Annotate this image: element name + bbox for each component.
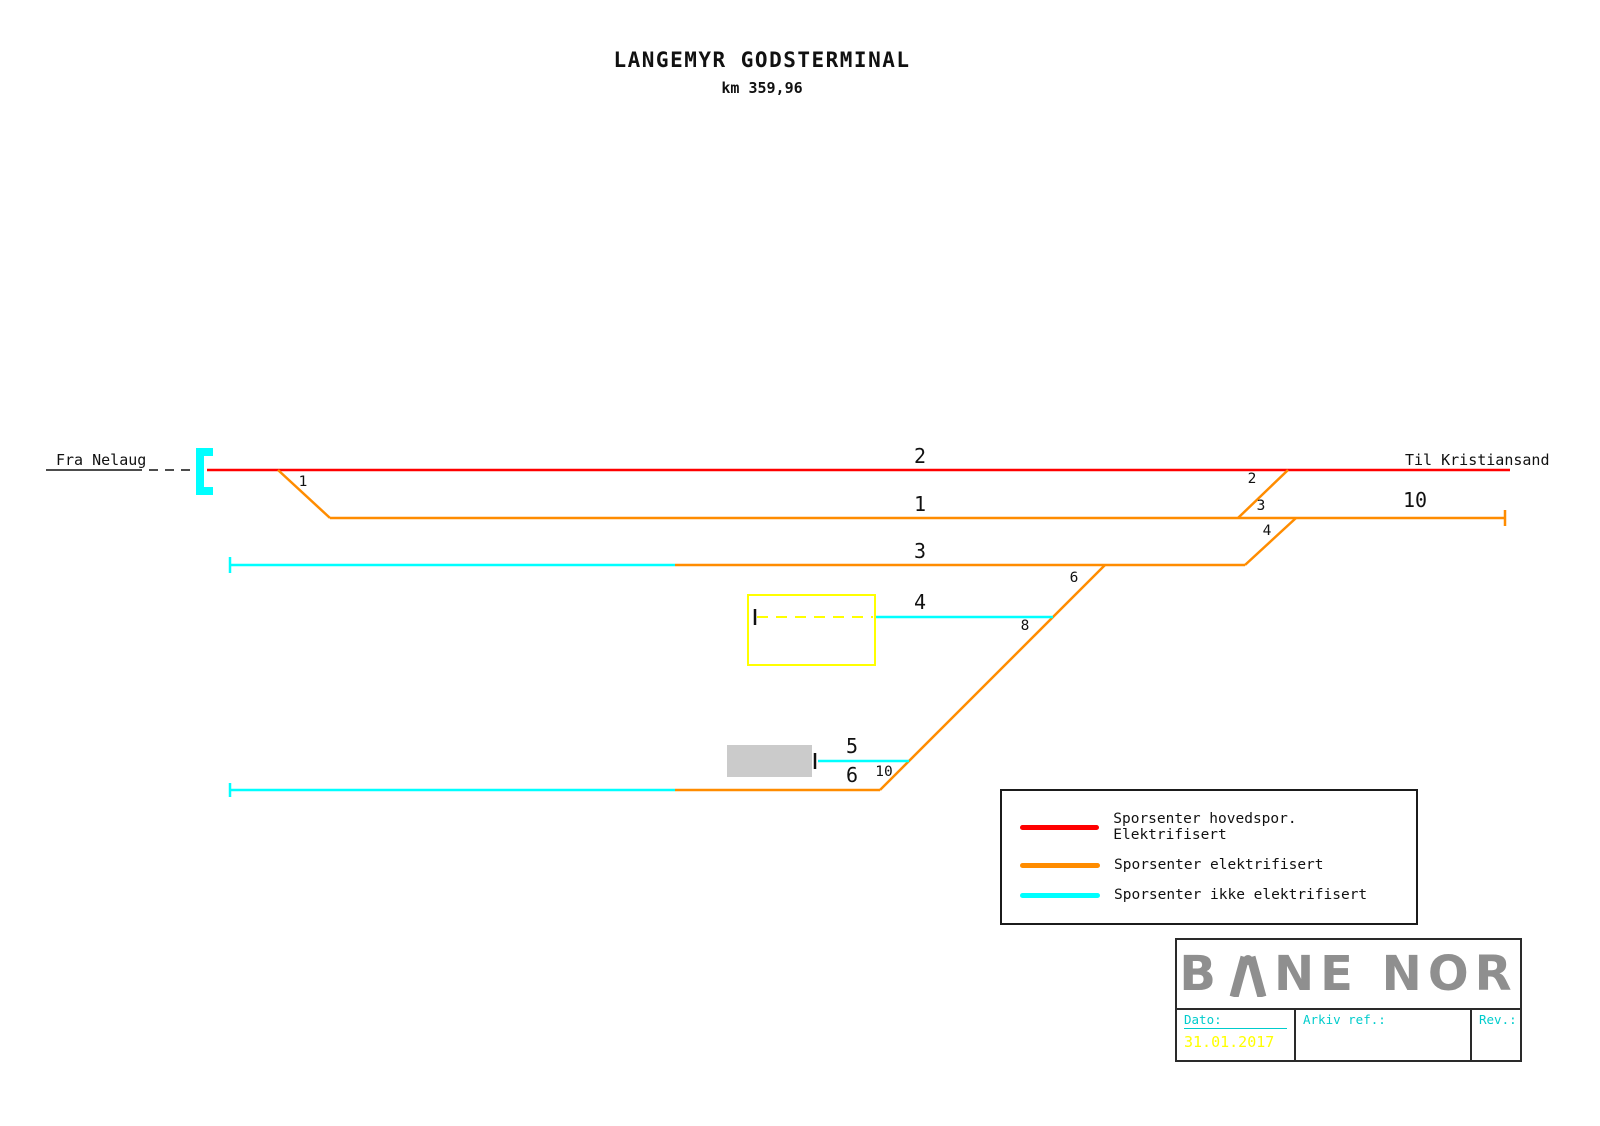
endpoint-to-label: Til Kristiansand xyxy=(1405,451,1550,469)
switch-10-label: 10 xyxy=(875,764,893,780)
switch-2-3-line xyxy=(1237,469,1289,519)
switch-3-label: 3 xyxy=(1256,498,1266,514)
legend-box: Sporsenter hovedspor. Elektrifisert Spor… xyxy=(1000,789,1418,925)
bane-nor-a-icon xyxy=(1229,955,1267,997)
track-2-label: 2 xyxy=(913,444,927,468)
page-subtitle: km 359,96 xyxy=(721,79,803,97)
track-3-label: 3 xyxy=(913,539,927,563)
legend-row-non-electrified: Sporsenter ikke elektrifisert xyxy=(1002,887,1416,903)
switch-1-line xyxy=(277,469,331,519)
yard-ladder-diagonal-line xyxy=(879,564,1106,791)
dato-label: Dato: xyxy=(1184,1012,1287,1029)
loading-area-box xyxy=(747,594,876,666)
legend-swatch-red xyxy=(1020,824,1100,830)
title-block-table: Dato: 31.01.2017 Arkiv ref.: Rev.: xyxy=(1177,1008,1520,1060)
dato-value: 31.01.2017 xyxy=(1184,1033,1275,1051)
switch-1-label: 1 xyxy=(298,474,308,490)
track-10-label: 10 xyxy=(1402,488,1428,512)
logo-text-right: NE NOR xyxy=(1273,946,1518,1002)
legend-swatch-orange xyxy=(1020,862,1100,868)
switch-8-label: 8 xyxy=(1020,618,1030,634)
legend-label: Sporsenter elektrifisert xyxy=(1114,857,1324,873)
title-block: LANGEMYR GODSTERMINAL km 359,96 xyxy=(613,48,910,97)
title-block-cell-rev: Rev.: xyxy=(1470,1010,1524,1060)
legend-swatch-cyan xyxy=(1020,892,1100,898)
rev-label: Rev.: xyxy=(1479,1012,1517,1027)
arkiv-ref-label: Arkiv ref.: xyxy=(1303,1012,1386,1027)
drawing-title-block: B NE NOR Dato: 31.01.2017 Arkiv ref.: Re… xyxy=(1175,938,1522,1062)
title-block-cell-arkiv: Arkiv ref.: xyxy=(1294,1010,1470,1060)
legend-label: Sporsenter hovedspor. Elektrifisert xyxy=(1113,811,1297,843)
track-1-label: 1 xyxy=(913,492,927,516)
switch-4-line xyxy=(1244,517,1297,566)
track-5-label: 5 xyxy=(845,734,859,758)
switch-6-label: 6 xyxy=(1069,570,1079,586)
legend-row-electrified: Sporsenter elektrifisert xyxy=(1002,857,1416,873)
page-title: LANGEMYR GODSTERMINAL xyxy=(613,48,911,72)
legend-row-main-electrified: Sporsenter hovedspor. Elektrifisert xyxy=(1002,811,1416,843)
legend-label: Sporsenter ikke elektrifisert xyxy=(1114,887,1368,903)
track-6-label: 6 xyxy=(845,763,859,787)
bane-nor-logo: B NE NOR xyxy=(1177,940,1520,1008)
logo-text-left: B xyxy=(1179,946,1222,1002)
platform-rect xyxy=(727,745,812,777)
track-4-label: 4 xyxy=(913,590,927,614)
endpoint-from-label: Fra Nelaug xyxy=(56,451,147,469)
terminal-bracket-symbol xyxy=(196,448,213,495)
switch-2-label: 2 xyxy=(1247,471,1257,487)
title-block-cell-dato: Dato: 31.01.2017 xyxy=(1177,1010,1294,1060)
switch-4-label: 4 xyxy=(1262,523,1272,539)
